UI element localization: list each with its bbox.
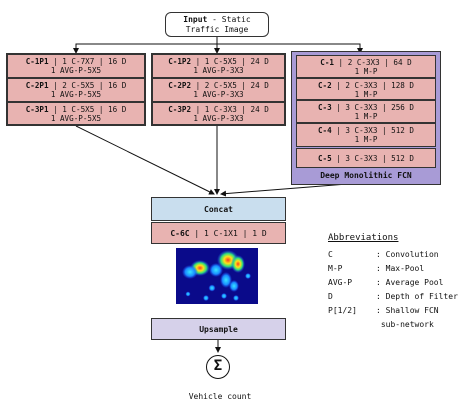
input-title: Input — [183, 15, 208, 24]
deep-monolithic-fcn: C-1 | 2 C-3X3 | 64 D 1 M-P C-2 | 2 C-3X3… — [291, 51, 441, 185]
abbr-row: P[1/2]: Shallow FCN — [328, 306, 439, 315]
sum-node: Σ — [206, 355, 230, 379]
conv-cell-c1: C-1 | 2 C-3X3 | 64 D 1 M-P — [296, 55, 436, 78]
conv-cell-c4: C-4 | 3 C-3X3 | 512 D 1 M-P — [296, 123, 436, 147]
abbr-row: C: Convolution — [328, 250, 439, 259]
input-subtitle: Traffic Image — [185, 25, 249, 34]
density-map-graphic — [182, 250, 251, 301]
input-node: Input - Static Traffic Image — [165, 12, 269, 37]
upsample-node: Upsample — [151, 318, 286, 340]
conv-cell-c3p1: C-3P1 | 1 C-5X5 | 16 D 1 AVG-P-5X5 — [7, 102, 145, 125]
conv-cell-c2p2: C-2P2 | 2 C-5X5 | 24 D 1 AVG-P-3X3 — [152, 78, 285, 102]
conv-cell-c2p1: C-2P1 | 2 C-5X5 | 16 D 1 AVG-P-5X5 — [7, 78, 145, 102]
output-label: Vehicle count — [188, 392, 252, 401]
density-map-image — [176, 248, 258, 304]
conv-cell-c3: C-3 | 3 C-3X3 | 256 D 1 M-P — [296, 100, 436, 123]
abbr-row: AVG-P: Average Pool — [328, 278, 444, 287]
conv-cell-c3p2: C-3P2 | 1 C-3X3 | 24 D 1 AVG-P-3X3 — [152, 102, 285, 125]
conv-cell-c1p1: C-1P1 | 1 C-7X7 | 16 D 1 AVG-P-5X5 — [7, 54, 145, 78]
abbr-row: D: Depth of Filter — [328, 292, 458, 301]
abbreviations-title: Abbreviations — [328, 233, 399, 243]
shallow-fcn-p2: C-1P2 | 1 C-5X5 | 24 D 1 AVG-P-3X3 C-2P2… — [151, 53, 286, 126]
conv-cell-c5: C-5 | 3 C-3X3 | 512 D — [296, 148, 436, 168]
conv-cell-c2: C-2 | 2 C-3X3 | 128 D 1 M-P — [296, 78, 436, 100]
conv-cell-c1p2: C-1P2 | 1 C-5X5 | 24 D 1 AVG-P-3X3 — [152, 54, 285, 78]
abbr-row: M-P: Max-Pool — [328, 264, 425, 273]
concat-node: Concat — [151, 197, 286, 221]
input-title-rest: - Static — [207, 15, 251, 24]
abbr-row: sub-network — [376, 320, 434, 329]
conv-cell-c6c: C-6C | 1 C-1X1 | 1 D — [151, 222, 286, 244]
shallow-fcn-p1: C-1P1 | 1 C-7X7 | 16 D 1 AVG-P-5X5 C-2P1… — [6, 53, 146, 126]
deep-fcn-label: Deep Monolithic FCN — [320, 171, 412, 180]
